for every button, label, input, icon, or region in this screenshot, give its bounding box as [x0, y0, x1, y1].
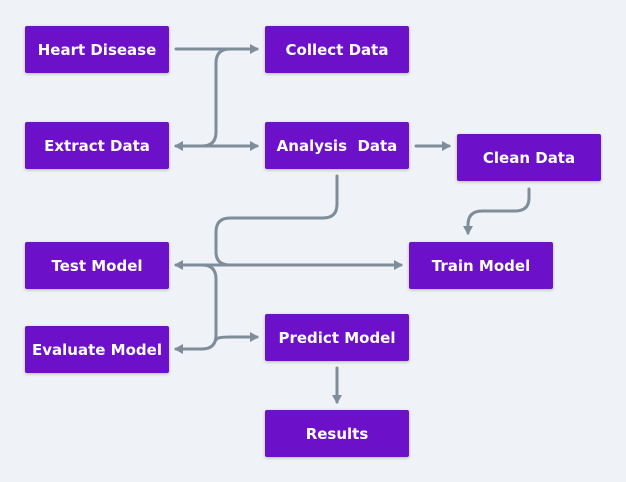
node-train-model[interactable]: Train Model [409, 242, 553, 289]
node-predict-model[interactable]: Predict Model [265, 314, 409, 361]
edge-analysis-down [214, 174, 339, 267]
node-clean-data[interactable]: Clean Data [457, 134, 601, 181]
edge-clean-to-train [463, 187, 531, 235]
node-results[interactable]: Results [265, 410, 409, 457]
node-analysis-data[interactable]: Analysis Data [265, 122, 409, 169]
edge-test-down [200, 263, 218, 351]
node-heart-disease[interactable]: Heart Disease [25, 26, 169, 73]
node-collect-data[interactable]: Collect Data [265, 26, 409, 73]
node-evaluate-model[interactable]: Evaluate Model [25, 326, 169, 373]
node-test-model[interactable]: Test Model [25, 242, 169, 289]
edge-to-predict [214, 332, 259, 342]
node-extract-data[interactable]: Extract Data [25, 122, 169, 169]
edge-collect-branch-trunk [200, 47, 232, 148]
